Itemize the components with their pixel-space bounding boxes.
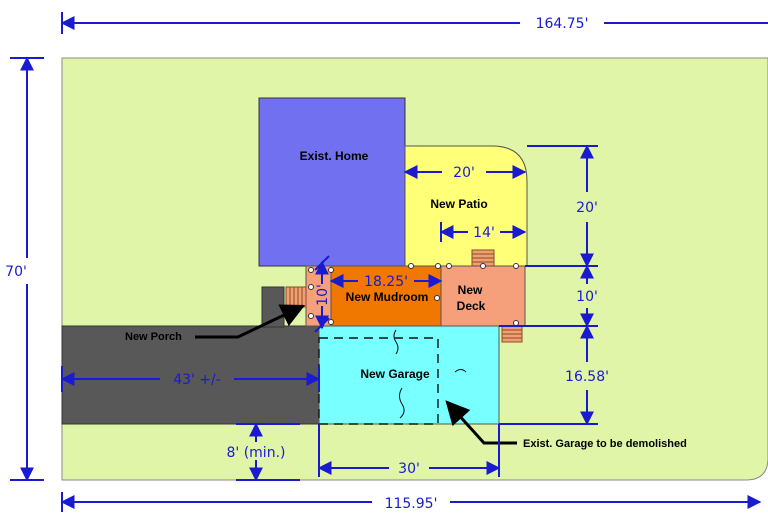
porch-depth-cross-bottom — [314, 317, 330, 333]
existing-home-label: Exist. Home — [300, 149, 369, 163]
new-deck-label-line1: New — [458, 283, 483, 297]
garage-height-label: 16.58' — [565, 369, 609, 385]
deck-height-label: 10' — [576, 289, 598, 305]
patio-steps — [471, 249, 495, 267]
porch-depth-cross-top — [314, 255, 330, 271]
new-mudroom-label: New Mudroom — [346, 290, 429, 304]
existing-home — [258, 97, 406, 267]
setback-label: 8' (min.) — [227, 445, 286, 461]
patio-inner-label: 14' — [473, 225, 495, 241]
exist-garage-label: Exist. Garage to be demolished — [523, 438, 687, 450]
new-deck-label-line2: Deck — [457, 299, 486, 313]
driveway-length-label: 43' +/- — [173, 372, 221, 388]
mudroom-width-label: 18.25' — [364, 274, 408, 290]
left-height-label: 70' — [5, 264, 27, 280]
garage-slope-marks — [393, 329, 467, 419]
post-markers — [308, 263, 519, 326]
bottom-width-label: 115.95' — [385, 496, 438, 512]
patio-height-label: 20' — [576, 200, 598, 216]
new-patio — [404, 145, 528, 267]
driveway — [61, 325, 321, 425]
top-width-label: 164.75' — [536, 16, 589, 32]
porch-steps — [285, 286, 307, 308]
garage-width-label: 30' — [398, 461, 420, 477]
deck-steps — [501, 325, 523, 343]
porch-depth-label: 10' — [315, 284, 331, 306]
garage-leader — [445, 400, 517, 445]
new-porch-label: New Porch — [125, 331, 182, 343]
new-deck — [440, 265, 526, 327]
new-garage-label: New Garage — [360, 367, 430, 381]
patio-width-label: 20' — [453, 165, 475, 181]
new-patio-label: New Patio — [430, 197, 487, 211]
porch-leader — [195, 304, 306, 339]
